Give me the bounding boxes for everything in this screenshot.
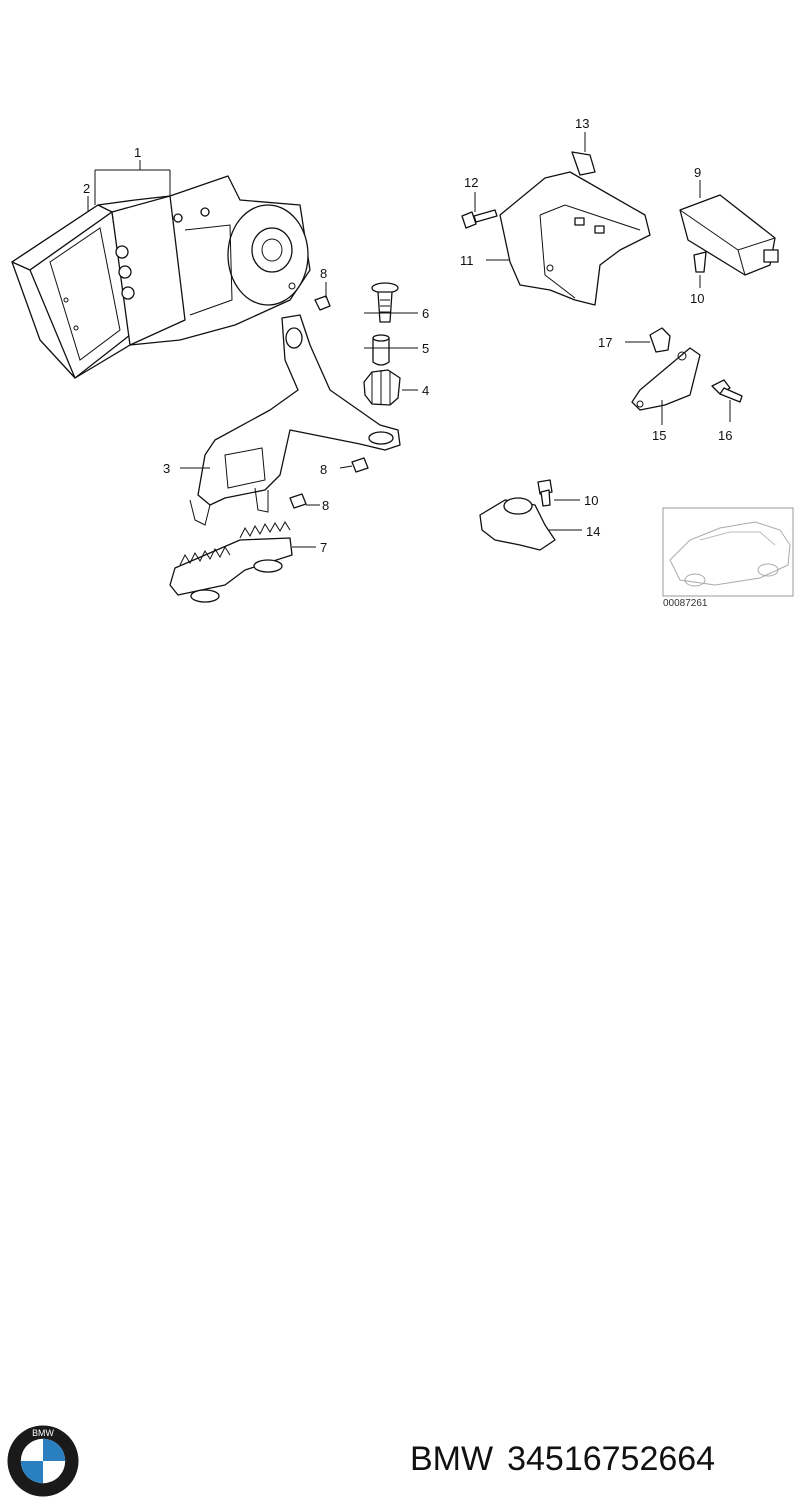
callout-2: 2 [83, 181, 90, 196]
sensor-illustration [479, 479, 556, 551]
bmw-logo: BMW [7, 1425, 79, 1497]
callout-6: 6 [422, 306, 429, 321]
callout-8b: 8 [320, 462, 327, 477]
parts-diagram: 1 2 3 4 5 6 8 8 8 [11, 116, 794, 609]
screw-illustrations [289, 295, 369, 509]
callout-1: 1 [134, 145, 141, 160]
bolt-illustration-16 [711, 379, 743, 403]
control-module-illustration [679, 194, 779, 276]
callout-10a: 10 [690, 291, 704, 306]
callout-16: 16 [718, 428, 732, 443]
callout-12: 12 [464, 175, 478, 190]
callout-7: 7 [320, 540, 327, 555]
callout-9: 9 [694, 165, 701, 180]
callout-5: 5 [422, 341, 429, 356]
mount-stack-illustration [363, 282, 401, 406]
logo-letters: BMW [32, 1428, 54, 1438]
bracket-illustration [189, 314, 401, 526]
inset-reference-number: 00087261 [663, 598, 708, 609]
product-caption: BMW 34516752664 [410, 1440, 729, 1479]
callout-8c: 8 [322, 498, 329, 513]
callout-4: 4 [422, 383, 429, 398]
part-number: 34516752664 [507, 1440, 716, 1478]
callout-13: 13 [575, 116, 589, 131]
control-bracket-illustration [499, 151, 651, 306]
callout-14: 14 [586, 524, 600, 539]
callout-3: 3 [163, 461, 170, 476]
abs-unit-illustration [11, 175, 311, 379]
vehicle-inset [662, 507, 794, 597]
callout-15: 15 [652, 428, 666, 443]
small-bracket-illustration [631, 327, 701, 411]
footer: BMW BMW 34516752664 [0, 700, 800, 1497]
callout-8a: 8 [320, 266, 327, 281]
callout-17: 17 [598, 335, 612, 350]
bolt-illustration [461, 209, 498, 229]
rubber-mount-illustration [169, 521, 293, 603]
callout-10b: 10 [584, 493, 598, 508]
callout-11: 11 [460, 253, 474, 268]
brand-name: BMW [410, 1440, 494, 1478]
